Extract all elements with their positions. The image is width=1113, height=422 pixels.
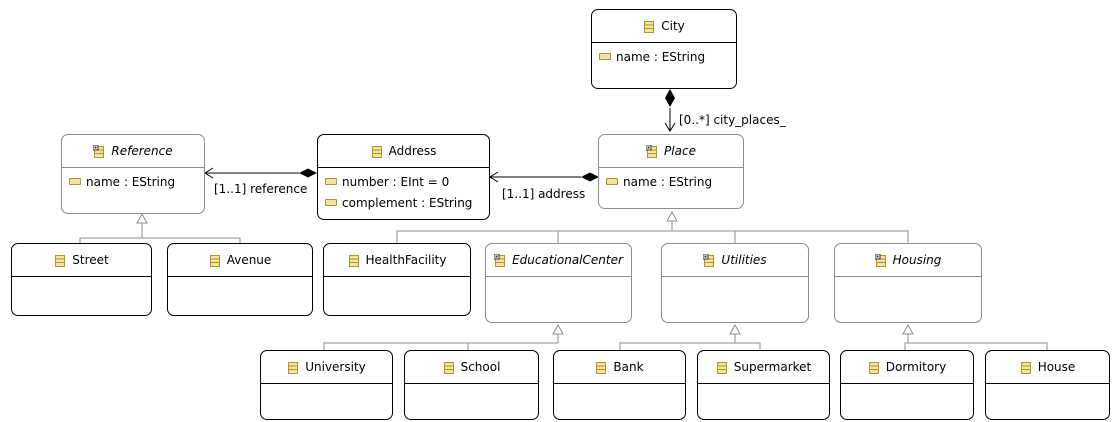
- class-bank[interactable]: Bank: [553, 350, 686, 420]
- composition-city-place: [664, 89, 676, 132]
- attribute-row[interactable]: complement : EString: [325, 192, 489, 213]
- eattribute-icon: [325, 178, 337, 185]
- generalization-reference: [79, 212, 241, 243]
- class-name: Place: [664, 144, 696, 158]
- generalization-utilities: [619, 323, 761, 350]
- class-bank-header: Bank: [554, 351, 685, 384]
- eattribute-icon: [69, 178, 81, 185]
- class-name: Bank: [613, 360, 644, 374]
- class-healthfacility-header: HealthFacility: [324, 244, 470, 277]
- class-city-header: City: [592, 10, 736, 43]
- abstract-eclass-icon: [645, 144, 658, 158]
- class-place-attributes: name : EString: [599, 171, 743, 192]
- ref-label-address: [1..1] address: [502, 187, 586, 201]
- class-supermarket-header: Supermarket: [698, 351, 829, 384]
- class-housing-header: Housing: [835, 244, 981, 277]
- class-name: Street: [72, 253, 109, 267]
- generalization-place: [396, 210, 909, 243]
- attribute-row[interactable]: name : EString: [69, 171, 204, 192]
- class-name: EducationalCenter: [512, 253, 623, 267]
- class-place-header: Place: [599, 135, 743, 168]
- eattribute-icon: [599, 53, 611, 60]
- attribute-label: name : EString: [86, 174, 176, 189]
- abstract-eclass-icon: [92, 144, 105, 158]
- class-university-header: University: [261, 351, 392, 384]
- class-utilities-header: Utilities: [662, 244, 808, 277]
- class-supermarket[interactable]: Supermarket: [697, 350, 830, 420]
- ref-label-reference: [1..1] reference: [214, 182, 308, 196]
- class-street-header: Street: [12, 244, 151, 277]
- class-name: University: [305, 360, 366, 374]
- class-reference-header: Reference: [62, 135, 204, 168]
- class-name: Address: [388, 144, 437, 158]
- abstract-eclass-icon: [874, 253, 887, 267]
- class-educationalcenter-header: EducationalCenter: [486, 244, 631, 277]
- class-avenue[interactable]: Avenue: [167, 243, 313, 316]
- abstract-eclass-icon: [702, 253, 715, 267]
- class-name: Avenue: [226, 253, 272, 267]
- class-avenue-header: Avenue: [168, 244, 312, 277]
- attribute-label: complement : EString: [342, 195, 473, 210]
- composition-address-reference: [204, 167, 317, 179]
- class-name: City: [661, 19, 685, 33]
- class-place[interactable]: Place name : EString: [598, 134, 744, 209]
- eclass-icon: [595, 361, 607, 374]
- class-reference-attributes: name : EString: [62, 171, 204, 192]
- class-educationalcenter[interactable]: EducationalCenter: [485, 243, 632, 323]
- class-housing[interactable]: Housing: [834, 243, 982, 323]
- class-name: Utilities: [721, 253, 767, 267]
- class-street[interactable]: Street: [11, 243, 152, 316]
- attribute-row[interactable]: name : EString: [599, 46, 736, 67]
- class-address-attributes: number : EInt = 0 complement : EString: [318, 171, 489, 213]
- abstract-eclass-icon: [493, 253, 506, 267]
- class-address-header: Address: [318, 135, 489, 168]
- eclass-icon: [443, 361, 455, 374]
- eclass-icon: [348, 254, 360, 267]
- class-dormitory-header: Dormitory: [841, 351, 973, 384]
- class-school-header: School: [405, 351, 538, 384]
- class-house-header: House: [986, 351, 1109, 384]
- eclass-icon: [371, 145, 383, 158]
- generalization-educational: [323, 323, 564, 350]
- class-school[interactable]: School: [404, 350, 539, 420]
- class-healthfacility[interactable]: HealthFacility: [323, 243, 471, 316]
- class-name: HealthFacility: [365, 253, 447, 267]
- eclass-icon: [287, 361, 299, 374]
- eclass-icon: [1020, 361, 1032, 374]
- eclass-icon: [716, 361, 728, 374]
- generalization-housing: [902, 323, 1048, 350]
- class-name: House: [1037, 360, 1076, 374]
- class-city[interactable]: City name : EString: [591, 9, 737, 89]
- composition-place-address: [489, 171, 599, 183]
- class-university[interactable]: University: [260, 350, 393, 420]
- attribute-row[interactable]: number : EInt = 0: [325, 171, 489, 192]
- eattribute-icon: [325, 199, 337, 206]
- class-name: School: [460, 360, 501, 374]
- class-reference[interactable]: Reference name : EString: [61, 134, 205, 214]
- class-house[interactable]: House: [985, 350, 1110, 420]
- eclass-icon: [643, 20, 655, 33]
- eclass-icon: [209, 254, 221, 267]
- eclass-icon: [868, 361, 880, 374]
- class-dormitory[interactable]: Dormitory: [840, 350, 974, 420]
- attribute-label: number : EInt = 0: [342, 174, 450, 189]
- class-name: Reference: [111, 144, 173, 158]
- class-utilities[interactable]: Utilities: [661, 243, 809, 323]
- class-name: Supermarket: [733, 360, 812, 374]
- class-name: Dormitory: [885, 360, 947, 374]
- class-address[interactable]: Address number : EInt = 0 complement : E…: [317, 134, 490, 220]
- eattribute-icon: [606, 178, 618, 185]
- attribute-label: name : EString: [623, 174, 713, 189]
- attribute-row[interactable]: name : EString: [606, 171, 743, 192]
- eclass-icon: [54, 254, 66, 267]
- ref-label-city-places: [0..*] city_places_: [679, 113, 786, 127]
- class-city-attributes: name : EString: [592, 46, 736, 67]
- class-name: Housing: [892, 253, 942, 267]
- attribute-label: name : EString: [616, 49, 706, 64]
